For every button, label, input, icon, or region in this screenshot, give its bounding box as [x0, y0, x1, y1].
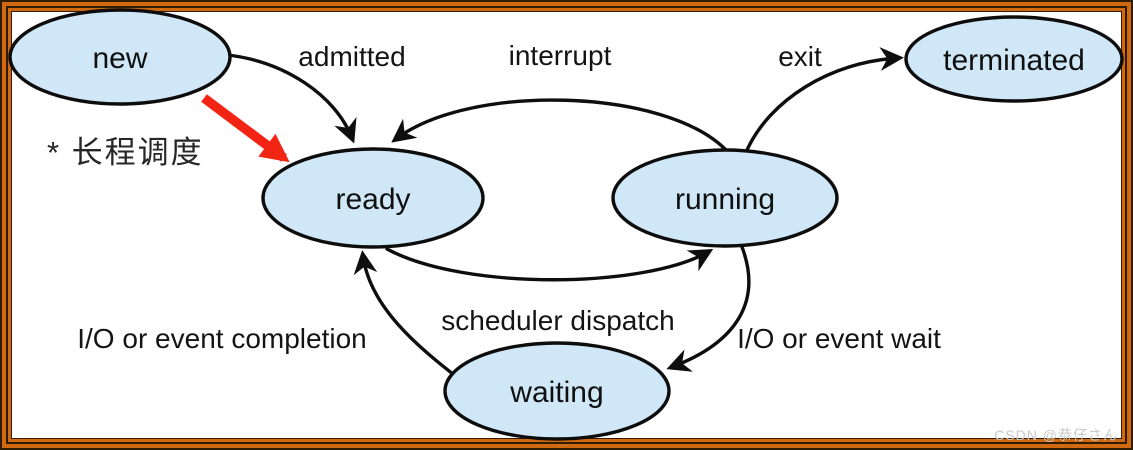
transition-scheduler-dispatch-label: scheduler dispatch: [441, 305, 674, 336]
transition-interrupt-label: interrupt: [509, 40, 612, 71]
state-terminated-label: terminated: [943, 44, 1085, 77]
state-ready-ellipse: [261, 147, 485, 249]
state-running-label: running: [675, 183, 775, 216]
state-waiting-ellipse: [443, 341, 671, 441]
watermark: CSDN @恭仔さん: [994, 427, 1118, 443]
transition-io-event-completion-label: I/O or event completion: [77, 323, 366, 354]
transitions: [226, 47, 904, 380]
state-waiting: waiting: [443, 341, 671, 441]
transition-admitted-arrow: [226, 53, 357, 144]
state-ready: ready: [261, 147, 485, 249]
transition-io-event-wait-arrow: [666, 245, 751, 372]
states: new ready running waiting terminated: [8, 8, 1124, 441]
state-new-label: new: [92, 42, 147, 75]
state-running-ellipse: [611, 148, 839, 248]
annotation: * 长程调度: [47, 94, 290, 170]
red-arrow-icon: [201, 94, 290, 163]
transition-io-event-wait-label: I/O or event wait: [737, 323, 941, 354]
transition-exit-arrow: [745, 47, 904, 152]
transition-labels: admitted interrupt exit scheduler dispat…: [77, 40, 941, 354]
transition-interrupt-arrow: [391, 98, 728, 152]
state-new: new: [8, 8, 232, 106]
state-new-ellipse: [8, 8, 232, 106]
state-terminated: terminated: [904, 15, 1124, 103]
annotation-long-term-scheduling: * 长程调度: [47, 135, 204, 170]
state-ready-label: ready: [335, 183, 410, 216]
transition-exit-label: exit: [778, 41, 822, 72]
transition-scheduler-dispatch-arrow: [385, 247, 714, 282]
transition-io-event-completion-arrow: [353, 250, 460, 380]
transition-admitted-label: admitted: [298, 41, 405, 72]
state-running: running: [611, 148, 839, 248]
state-waiting-label: waiting: [509, 376, 603, 409]
state-terminated-ellipse: [904, 15, 1124, 103]
